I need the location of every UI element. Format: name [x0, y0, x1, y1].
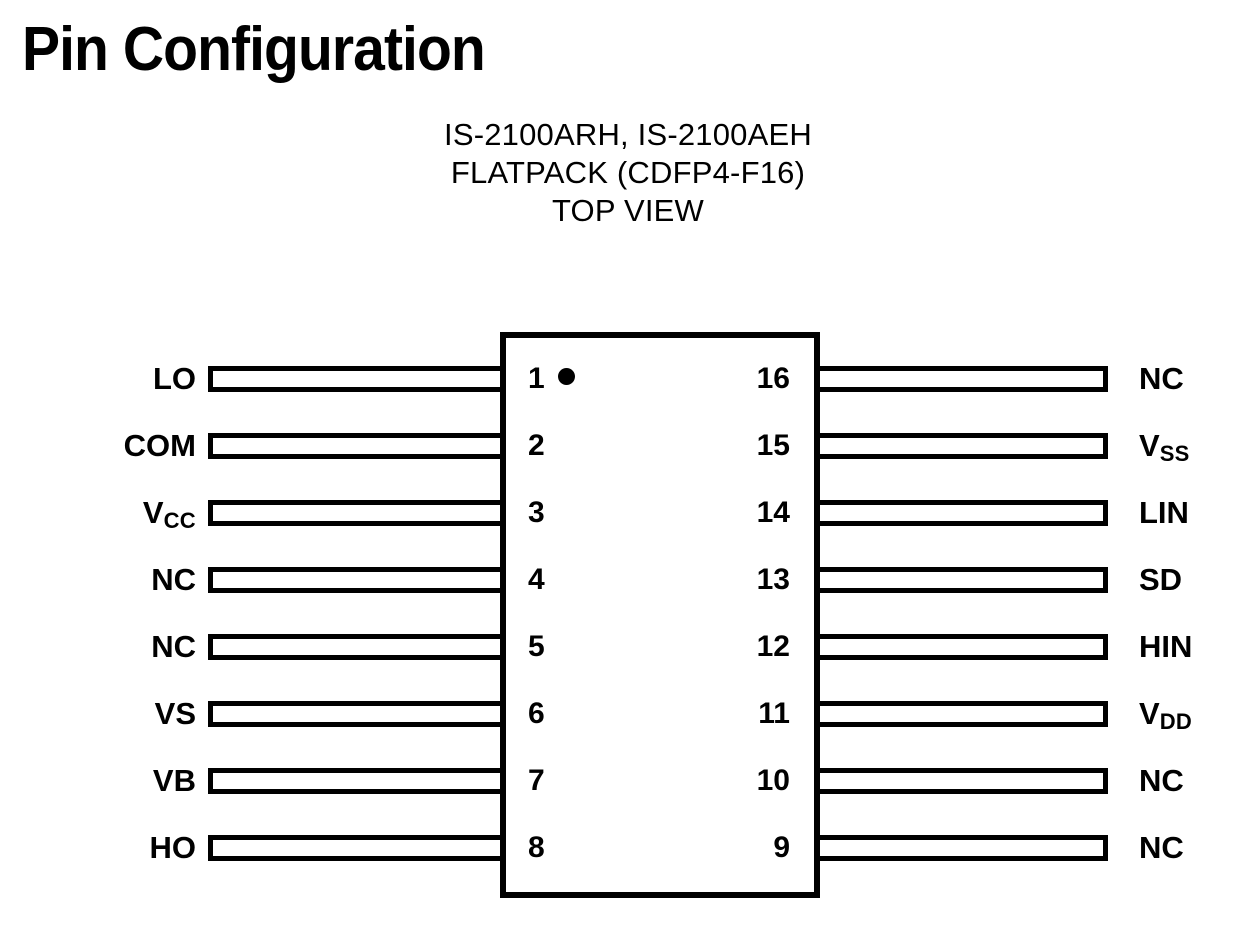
- pin-label-left-8: HO: [149, 830, 197, 865]
- pin-label-right-10: NC: [1139, 763, 1184, 798]
- pin-number-10: 10: [756, 764, 790, 797]
- pin-label-left-7: VB: [152, 763, 196, 798]
- pin-lead-left-7: [208, 768, 513, 794]
- pin-lead-right-11: [808, 701, 1108, 727]
- pin-label-right-16: NC: [1139, 361, 1184, 396]
- pin-label-right-11: VDD: [1139, 696, 1193, 735]
- pin-lead-right-15: [808, 433, 1108, 459]
- pin-number-14: 14: [756, 496, 790, 529]
- pin-lead-left-4: [208, 567, 513, 593]
- pin-row: NC 4 13 SD: [0, 563, 1256, 597]
- pin-label-left-1: LO: [152, 361, 196, 396]
- pin-label-right-13: SD: [1139, 562, 1183, 597]
- pin-label-right-14: LIN: [1139, 495, 1189, 530]
- pin-number-16: 16: [756, 362, 790, 395]
- chip-body-outline: [500, 332, 820, 898]
- pin-label-left-4: NC: [151, 562, 196, 597]
- pin-lead-left-2: [208, 433, 513, 459]
- pin-label-left-2: COM: [123, 428, 196, 463]
- pin-row: HO 8 9 NC: [0, 831, 1256, 865]
- pin-row: LO 1 16 NC: [0, 362, 1256, 396]
- subtitle-package-type: FLATPACK (CDFP4-F16): [450, 155, 806, 190]
- pin-number-2: 2: [528, 429, 545, 462]
- pin-row: VS 6 11 VDD: [0, 696, 1256, 735]
- pin-lead-right-16: [808, 366, 1108, 392]
- pin-lead-left-6: [208, 701, 513, 727]
- pin-number-15: 15: [756, 429, 790, 462]
- package-subtitle-block: IS-2100ARH, IS-2100AEH FLATPACK (CDFP4-F…: [0, 116, 1256, 230]
- pin-lead-left-1: [208, 366, 513, 392]
- pin-number-5: 5: [528, 630, 545, 663]
- page-title: Pin Configuration: [22, 15, 486, 84]
- pin-number-3: 3: [528, 496, 545, 529]
- pin-lead-right-10: [808, 768, 1108, 794]
- subtitle-part-numbers: IS-2100ARH, IS-2100AEH: [444, 117, 812, 152]
- pin-lead-left-3: [208, 500, 513, 526]
- pin-number-6: 6: [528, 697, 545, 730]
- pin-number-11: 11: [758, 697, 790, 730]
- pin-number-9: 9: [773, 831, 790, 864]
- pin-label-left-6: VS: [154, 696, 196, 731]
- pin-number-7: 7: [528, 764, 545, 797]
- pin-row: VB 7 10 NC: [0, 764, 1256, 798]
- pin-label-left-3: VCC: [142, 495, 196, 534]
- pin-number-13: 13: [756, 563, 790, 596]
- pin-lead-left-8: [208, 835, 513, 861]
- pin-number-1: 1: [528, 362, 545, 395]
- pin-lead-right-14: [808, 500, 1108, 526]
- pin-lead-right-13: [808, 567, 1108, 593]
- subtitle-view: TOP VIEW: [551, 193, 705, 228]
- pin-label-right-15: VSS: [1139, 428, 1190, 467]
- pin-label-left-5: NC: [151, 629, 196, 664]
- pin-label-right-12: HIN: [1139, 629, 1193, 664]
- pin1-marker-dot-icon: [558, 368, 575, 385]
- pin-number-4: 4: [528, 563, 545, 596]
- pin-number-12: 12: [756, 630, 790, 663]
- pin-lead-right-9: [808, 835, 1108, 861]
- pin-lead-right-12: [808, 634, 1108, 660]
- pin-row: NC 5 12 HIN: [0, 630, 1256, 664]
- pin-label-right-9: NC: [1139, 830, 1184, 865]
- pin-lead-left-5: [208, 634, 513, 660]
- pin-number-8: 8: [528, 831, 545, 864]
